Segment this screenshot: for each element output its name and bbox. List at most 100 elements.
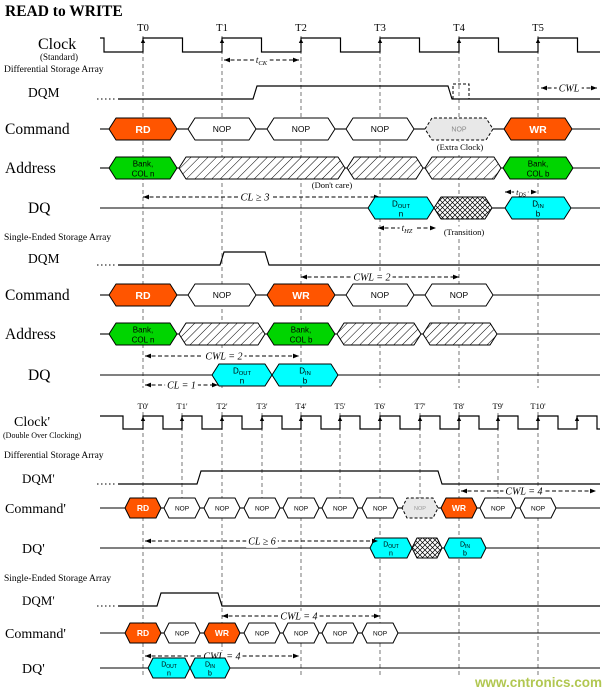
svg-text:NOP: NOP	[255, 505, 269, 512]
svg-text:NOP: NOP	[333, 630, 347, 637]
svg-text:RD: RD	[135, 124, 151, 136]
svg-text:WR: WR	[452, 503, 466, 513]
svg-text:T4': T4'	[296, 401, 307, 411]
svg-text:b: b	[536, 210, 541, 219]
svg-text:NOP: NOP	[294, 505, 308, 512]
cwl4-annotation-2: CWL = 4	[222, 610, 380, 623]
svg-text:T5': T5'	[335, 401, 346, 411]
svg-text:Bank,: Bank,	[291, 326, 311, 335]
svg-text:n: n	[399, 210, 403, 219]
cwl4-annotation-1: CWL = 4	[461, 485, 596, 498]
svg-text:T2': T2'	[217, 401, 228, 411]
dqm-differential-double: DQM'	[22, 470, 600, 486]
svg-text:(Don't care): (Don't care)	[312, 180, 353, 190]
svg-text:NOP: NOP	[175, 505, 189, 512]
svg-text:T1: T1	[216, 23, 228, 34]
svg-text:T1': T1'	[177, 401, 188, 411]
svg-text:CL ≥ 6: CL ≥ 6	[248, 536, 276, 547]
svg-text:CWL = 4: CWL = 4	[280, 611, 317, 622]
dqm-differential-standard: DQM	[28, 83, 600, 100]
svg-text:Bank,: Bank,	[528, 160, 548, 169]
svg-text:DQM': DQM'	[22, 471, 55, 486]
svg-text:NOP: NOP	[373, 630, 387, 637]
svg-text:CWL = 4: CWL = 4	[203, 651, 240, 662]
svg-text:b: b	[303, 377, 308, 386]
svg-text:Bank,: Bank,	[133, 160, 153, 169]
svg-text:CWL = 2: CWL = 2	[205, 351, 242, 362]
svg-text:RD: RD	[137, 628, 149, 638]
dqm-single-double: DQM'	[22, 592, 600, 608]
svg-text:T3: T3	[374, 23, 386, 34]
svg-text:n: n	[167, 671, 171, 678]
svg-text:Command': Command'	[5, 502, 66, 517]
svg-text:NOP: NOP	[213, 124, 232, 134]
svg-text:DQ: DQ	[28, 367, 50, 384]
svg-text:NOP: NOP	[292, 124, 311, 134]
svg-text:WR: WR	[215, 628, 229, 638]
svg-text:Command': Command'	[5, 627, 66, 642]
svg-text:DOUT: DOUT	[161, 662, 177, 670]
svg-text:NOP: NOP	[450, 290, 469, 300]
svg-text:NOP: NOP	[491, 505, 505, 512]
svg-text:Bank,: Bank,	[133, 326, 153, 335]
svg-text:DIN: DIN	[460, 542, 470, 550]
svg-text:DQ': DQ'	[22, 662, 45, 677]
svg-text:tHZ: tHZ	[402, 223, 413, 235]
svg-text:CL = 1: CL = 1	[167, 380, 196, 391]
svg-text:(Double Over Clocking): (Double Over Clocking)	[3, 431, 82, 440]
svg-text:NOP: NOP	[255, 630, 269, 637]
dqm-single-standard: DQM	[28, 251, 600, 266]
time-markers-double: T0'T1'T2'T3'T4'T5'T6'T7'T8'T9'T10'	[138, 401, 547, 411]
svg-text:Single-Ended Storage Array: Single-Ended Storage Array	[4, 574, 111, 584]
svg-text:(Standard): (Standard)	[40, 52, 78, 62]
svg-text:DQM: DQM	[28, 251, 60, 266]
clock-double: Clock'(Double Over Clocking)	[3, 415, 600, 440]
svg-text:NOP: NOP	[213, 290, 232, 300]
svg-text:NOP: NOP	[531, 505, 545, 512]
svg-text:Address: Address	[5, 326, 56, 343]
svg-text:Command: Command	[5, 287, 70, 304]
svg-text:T6': T6'	[375, 401, 386, 411]
svg-text:n: n	[240, 377, 244, 386]
svg-text:T7': T7'	[415, 401, 426, 411]
svg-text:DQ': DQ'	[22, 542, 45, 557]
cwl-annotation-top: CWL	[541, 82, 597, 95]
clock-standard: Clock(Standard)	[38, 36, 600, 62]
svg-text:Clock: Clock	[38, 36, 76, 53]
svg-text:T8': T8'	[454, 401, 465, 411]
svg-text:DOUT: DOUT	[383, 542, 399, 550]
svg-text:RD: RD	[135, 290, 151, 302]
svg-text:tCK: tCK	[256, 55, 268, 67]
svg-text:DQ: DQ	[28, 200, 50, 217]
svg-text:NOP: NOP	[175, 630, 189, 637]
svg-text:Address: Address	[5, 160, 56, 177]
svg-text:Clock': Clock'	[14, 415, 50, 430]
svg-text:(Extra Clock): (Extra Clock)	[437, 142, 484, 152]
thz-annotation: tHZ	[378, 222, 436, 236]
svg-text:COL b: COL b	[290, 336, 313, 345]
tck-annotation: tCK	[224, 54, 299, 68]
svg-text:Differential Storage Array: Differential Storage Array	[4, 450, 104, 461]
svg-text:b: b	[463, 551, 467, 558]
svg-text:NOP: NOP	[371, 290, 390, 300]
svg-text:T2: T2	[295, 23, 307, 34]
svg-text:DIN: DIN	[532, 200, 544, 211]
svg-text:T5: T5	[532, 23, 544, 34]
svg-text:DIN: DIN	[299, 367, 311, 378]
svg-text:NOP: NOP	[215, 505, 229, 512]
svg-text:DQM: DQM	[28, 85, 60, 100]
svg-text:NOP: NOP	[451, 127, 467, 134]
svg-text:b: b	[208, 671, 212, 678]
svg-text:Command: Command	[5, 121, 70, 138]
svg-text:CWL = 2: CWL = 2	[353, 272, 390, 283]
